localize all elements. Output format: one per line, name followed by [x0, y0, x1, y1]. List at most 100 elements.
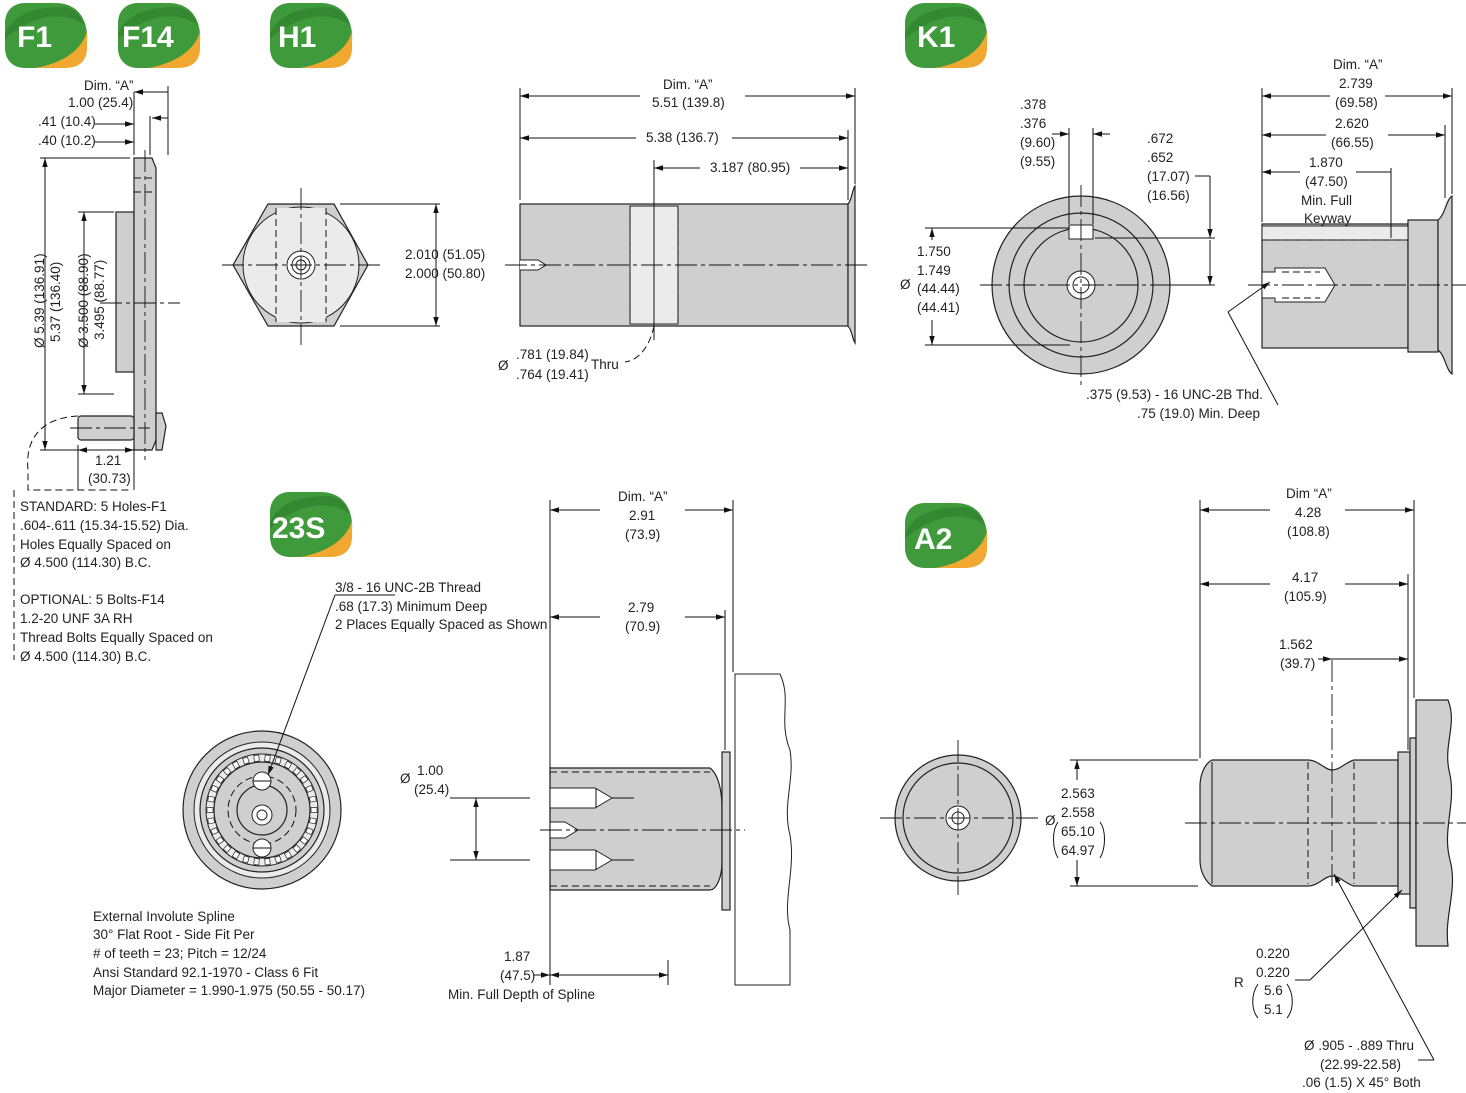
h1-shaft-side-view [505, 184, 870, 363]
s23-spline-note: Major Diameter = 1.990-1.975 (50.55 - 50… [93, 983, 365, 998]
k1-dim-a-value: 2.739 [1339, 76, 1373, 91]
a2-side-view [1185, 660, 1466, 947]
f1-note-line: Ø 4.500 (114.30) B.C. [20, 555, 151, 570]
k1-shaft-dia: 1.749 [917, 263, 951, 278]
a2-radius: 0.220 [1256, 965, 1290, 980]
spline-tooth [231, 760, 241, 770]
k1-side-view [1248, 194, 1466, 376]
spline-tooth [207, 817, 216, 825]
spline-tooth [292, 766, 302, 776]
h1-hex-dimension: 2.010 (51.05) 2.000 (50.80) [340, 203, 485, 327]
s23-dim-100: 1.00 [417, 763, 443, 778]
k1-key-height: .652 [1147, 150, 1173, 165]
f1-dim-121-mm: (30.73) [88, 471, 131, 486]
spline-tooth [274, 756, 282, 765]
s23-spline-note: 30° Flat Root - Side Fit Per [93, 927, 255, 942]
h1-dim-3187: 3.187 (80.95) [710, 160, 790, 175]
badge-f14-label: F14 [122, 21, 174, 54]
spline-tooth [299, 836, 309, 845]
s23-dim-187-mm: (47.5) [500, 968, 535, 983]
badge-a2-label: A2 [914, 523, 952, 556]
f1-dia-outer-2: 5.37 (136.40) [48, 262, 63, 342]
k1-key-width: (9.60) [1020, 135, 1055, 150]
spline-tooth [299, 775, 309, 784]
badge-k1-label: K1 [917, 21, 955, 54]
h1-hex-dim-2: 2.000 (50.80) [405, 266, 485, 281]
badge-f14: F14 [118, 3, 201, 68]
spline-tooth [308, 795, 317, 803]
k1-shaft-dia: (44.44) [917, 281, 960, 296]
a2-side-dimensions: Dim “A” 4.28 (108.8) 4.17 (105.9) 1.562 … [1045, 486, 1435, 1090]
spline-teeth [206, 754, 318, 866]
a2-dim-1562-mm: (39.7) [1280, 656, 1315, 671]
badge-f1: F1 [5, 3, 88, 68]
badge-f1-label: F1 [17, 21, 52, 54]
k1-keyway-1: Min. Full [1301, 193, 1352, 208]
k1-shaft-dia: (44.41) [917, 300, 960, 315]
a2-shaft-dia: 65.10 [1061, 824, 1095, 839]
s23-spline-note: External Involute Spline [93, 909, 235, 924]
k1-thread-2: .75 (19.0) Min. Deep [1137, 406, 1260, 421]
s23-dia-symbol: Ø [400, 771, 411, 786]
k1-thread-1: .375 (9.53) - 16 UNC-2B Thd. [1086, 387, 1263, 402]
badge-h1-label: H1 [278, 21, 316, 54]
badge-23s: 23S [270, 492, 353, 557]
a2-bore-1: Ø .905 - .889 Thru [1304, 1038, 1414, 1053]
f1-dim-040: .40 (10.2) [38, 133, 96, 148]
a2-shaft-dia: 2.558 [1061, 805, 1095, 820]
k1-side-dimensions: Dim. “A” 2.739 (69.58) 2.620 (66.55) 1.8… [1086, 57, 1453, 421]
f1-dim-041: .41 (10.4) [38, 114, 96, 129]
s23-side-dimensions: Dim. “A” 2.91 (73.9) 2.79 (70.9) Ø 1.00 … [400, 489, 734, 1002]
k1-dim-a-mm: (69.58) [1335, 95, 1378, 110]
a2-shaft-dia: 2.563 [1061, 786, 1095, 801]
badge-k1: K1 [905, 3, 988, 68]
a2-dim-a: Dim “A” [1286, 486, 1332, 501]
f1-dim-121: 1.21 [95, 453, 121, 468]
spline-tooth [310, 807, 318, 813]
a2-dim-a-value: 4.28 [1295, 505, 1321, 520]
a2-dim-a-mm: (108.8) [1287, 524, 1330, 539]
spline-tooth [210, 827, 219, 836]
k1-end-dimensions: .378 .376 (9.60) (9.55) .672 .652 (17.07… [900, 97, 1215, 346]
s23-dim-187: 1.87 [504, 949, 530, 964]
f1-notes: STANDARD: 5 Holes-F1 .604-.611 (15.34-15… [20, 499, 213, 664]
h1-dim-a-value: 5.51 (139.8) [652, 95, 725, 110]
k1-dim-2620: 2.620 [1335, 116, 1369, 131]
h1-shaft-dimensions: Dim. “A” 5.51 (139.8) 5.38 (136.7) 3.187… [498, 77, 856, 382]
spline-tooth [206, 807, 214, 813]
spline-tooth [222, 766, 232, 776]
k1-key-height: (17.07) [1147, 169, 1190, 184]
k1-dia-symbol: Ø [900, 277, 911, 292]
s23-dim-a-mm: (73.9) [625, 527, 660, 542]
spline-tooth [242, 855, 250, 864]
s23-dim-100-mm: (25.4) [414, 782, 449, 797]
f1-dimensions: Dim. “A” 1.00 (25.4) .41 (10.4) .40 (10.… [32, 78, 169, 490]
spline-tooth [305, 827, 314, 836]
k1-shaft-dia: 1.750 [917, 244, 951, 259]
f1-dia-pilot-2: 3.495 (88.77) [92, 260, 107, 340]
f1-note-line: Holes Equally Spaced on [20, 537, 171, 552]
spline-tooth [207, 795, 216, 803]
spline-tooth [274, 855, 282, 864]
s23-spline-note: Ansi Standard 92.1-1970 - Class 6 Fit [93, 965, 318, 980]
a2-radius: 5.1 [1264, 1002, 1283, 1017]
s23-thread-3: 2 Places Equally Spaced as Shown [335, 617, 547, 632]
s23-spline-depth: Min. Full Depth of Spline [448, 987, 595, 1002]
a2-radius: 0.220 [1256, 946, 1290, 961]
a2-bore-3: .06 (1.5) X 45° Both [1302, 1075, 1421, 1090]
f1-note-line: Thread Bolts Equally Spaced on [20, 630, 213, 645]
spline-tooth [242, 756, 250, 765]
a2-shaft-dia: 64.97 [1061, 843, 1095, 858]
f1-dia-pilot: Ø 3.500 (88.90) [76, 253, 91, 348]
h1-dia-symbol: Ø [498, 358, 509, 373]
k1-dim-1870: 1.870 [1309, 155, 1343, 170]
a2-dim-417-mm: (105.9) [1284, 589, 1327, 604]
f1-note-line: STANDARD: 5 Holes-F1 [20, 499, 167, 514]
h1-dim-a: Dim. “A” [663, 77, 713, 92]
s23-dim-279: 2.79 [628, 600, 654, 615]
k1-end-view [980, 185, 1185, 385]
a2-bore-2: (22.99-22.58) [1320, 1057, 1401, 1072]
k1-key-height: .672 [1147, 131, 1173, 146]
spline-tooth [292, 844, 302, 854]
